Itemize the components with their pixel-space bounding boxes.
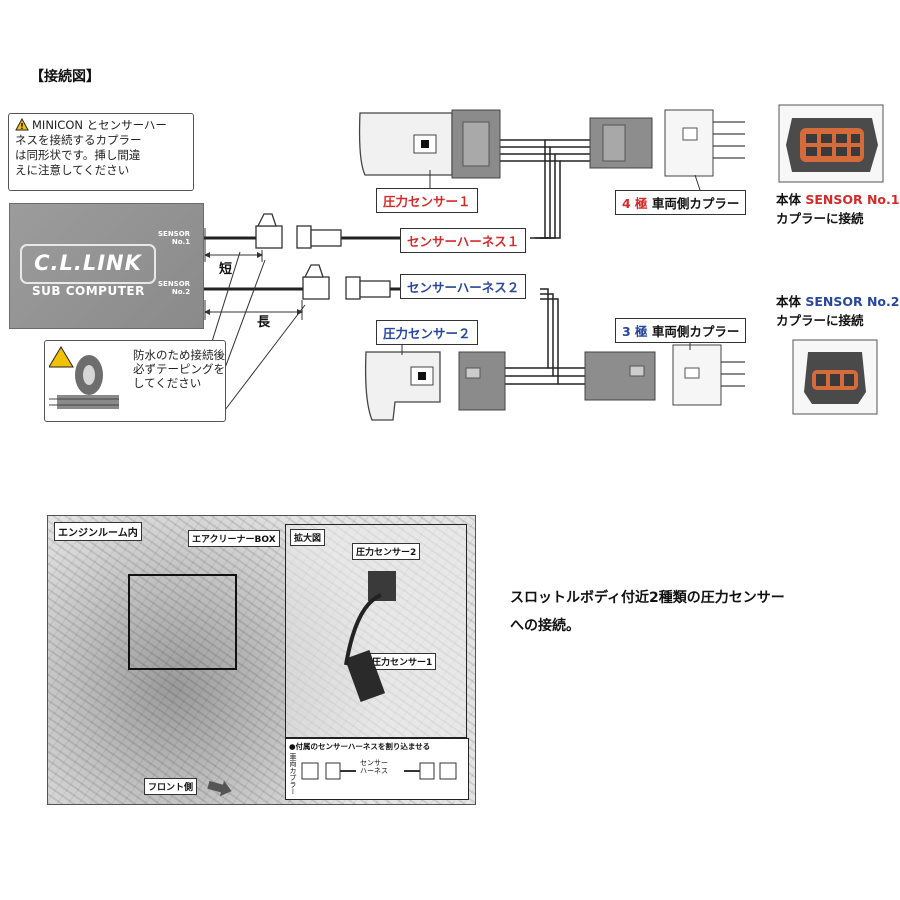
insert-note: ●付属のセンサーハーネスを割り込ませる [289, 742, 431, 751]
caption-line-2: への接続。 [510, 618, 580, 634]
caution-line-3: は同形状です。挿し間違 [15, 148, 141, 162]
taping-illustration [49, 346, 119, 409]
caution-note: !MINICON とセンサーハー ネスを接続するカプラー は同形状です。挿し間違… [8, 113, 194, 191]
sub-computer-name: SUB COMPUTER [32, 284, 145, 298]
inset-sensors-drawing [344, 571, 396, 703]
vehicle-coupler3-shape [584, 344, 745, 406]
harness2-male-connector [345, 276, 391, 300]
warning-icon: ! [15, 117, 29, 131]
cllink-logo: C.L.LINK [20, 244, 156, 284]
section-title: 【接続図】 [30, 69, 100, 85]
harness1-wires [500, 139, 590, 239]
caution-line-2: ネスを接続するカプラー [15, 133, 142, 147]
engine-room-label: エンジンルーム内 [54, 522, 142, 541]
body-coupler-sensor1-photo [778, 104, 884, 183]
insert-harness-label: センサーハーネス [360, 759, 388, 775]
waterproof-line-2: 必ずテーピングを [133, 362, 225, 376]
body-sensor1-note: 本体 SENSOR No.1 カプラーに接続 [776, 192, 900, 226]
air-cleaner-label: エアクリーナーBOX [188, 530, 280, 547]
front-arrow-icon [207, 780, 232, 797]
caution-line-1: !MINICON とセンサーハー [15, 117, 193, 133]
harness2-label: センサーハーネス２ [400, 274, 527, 299]
harness2-female-connector [302, 264, 330, 300]
zoom-inset: 拡大図 圧力センサー2 圧力センサー1 [285, 524, 467, 738]
vehicle-coupler4-shape [589, 109, 745, 177]
svg-text:!: ! [20, 122, 24, 131]
harness-insert-panel: ●付属のセンサーハーネスを割り込ませる 車両カプラー センサーハーネス [285, 738, 469, 800]
front-side-label: フロント側 [144, 778, 198, 795]
harness1-female-connector [255, 213, 283, 249]
harness2-wires [505, 288, 590, 385]
pressure-sensor2-label: 圧力センサー２ [376, 320, 478, 345]
wiring-diagram [202, 104, 884, 421]
caution-line-4: えに注意してください [15, 163, 130, 177]
caption: スロットルボディ付近2種類の圧力センサー への接続。 [510, 584, 785, 640]
body-coupler-sensor2-photo [792, 339, 878, 415]
waterproof-line-1: 防水のため接続後 [133, 348, 225, 362]
pressure-sensor2-shape [364, 351, 506, 421]
vehicle-coupler-mini-label: 車両カプラー [289, 753, 297, 795]
zoom-area-frame [128, 574, 237, 670]
pressure-sensor1-label: 圧力センサー１ [376, 188, 478, 213]
long-length-label: 長 [257, 315, 271, 330]
harness1-label: センサーハーネス１ [400, 228, 527, 253]
inset-sensor2-label: 圧力センサー2 [352, 543, 421, 560]
short-length-label: 短 [219, 262, 233, 277]
waterproof-line-3: してください [133, 376, 202, 390]
caption-line-1: スロットルボディ付近2種類の圧力センサー [510, 590, 785, 606]
waterproof-note: 防水のため接続後 必ずテーピングを してください [44, 340, 226, 422]
body-sensor2-note: 本体 SENSOR No.2 カプラーに接続 [776, 294, 900, 328]
harness1-male-connector [296, 225, 342, 249]
pressure-sensor1-shape [358, 109, 501, 179]
zoom-label: 拡大図 [290, 529, 326, 546]
vehicle-coupler3-label: 3 極 車両側カプラー [615, 318, 747, 343]
insert-diagram [301, 762, 457, 780]
short-dimension [204, 228, 263, 262]
engine-room-photo: エンジンルーム内 エアクリーナーBOX 拡大図 圧力センサー2 圧力センサー1 … [47, 515, 476, 805]
vehicle-coupler4-label: 4 極 車両側カプラー [615, 190, 747, 215]
